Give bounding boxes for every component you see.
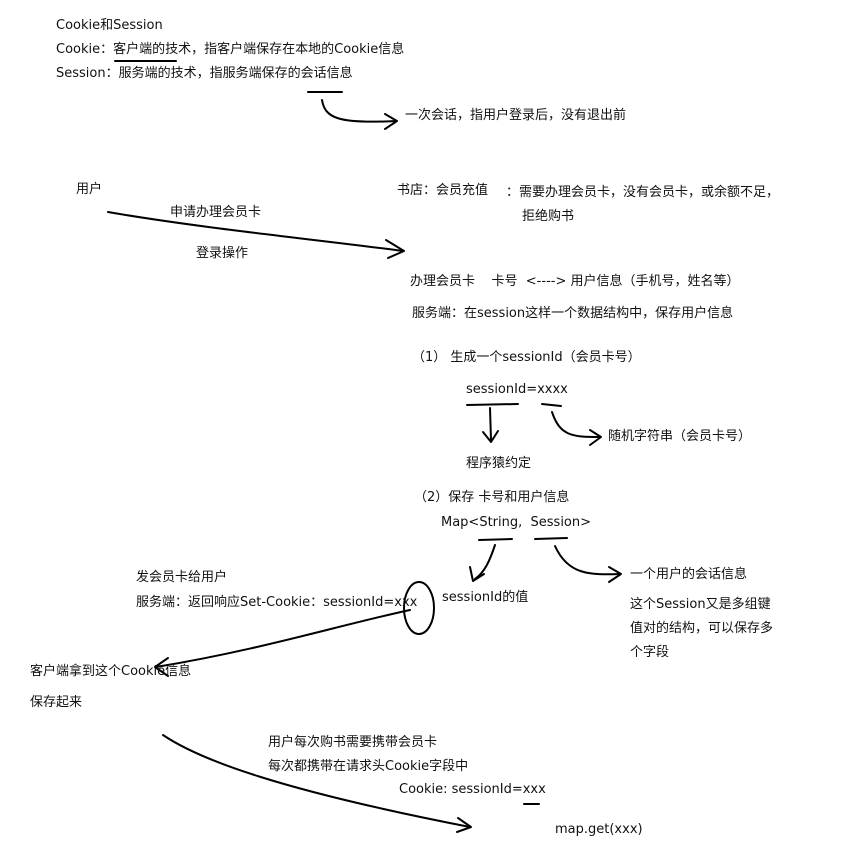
need-card-line2: 拒绝购书 [522, 209, 575, 224]
arrow-to-conversation-note [321, 99, 397, 123]
convention-label: 程序猿约定 [466, 456, 532, 471]
session-desc-line1: 这个Session又是多组键 [630, 597, 771, 612]
intro-title: Cookie和Session [56, 18, 163, 33]
set-cookie-label: 服务端：返回响应Set-Cookie：sessionId=xxx [136, 595, 418, 610]
session-definition: Session：服务端的技术，指服务端保存的会话信息 [56, 66, 353, 81]
client-get-label: 客户端拿到这个Cookie信息 [30, 664, 192, 679]
session-desc-line3: 个字段 [630, 645, 670, 660]
save-label: 保存起来 [30, 695, 83, 710]
step2-heading: （2）保存 卡号和用户信息 [414, 490, 570, 505]
login-op-label: 登录操作 [196, 246, 249, 261]
bookstore-label: 书店：会员充值 [397, 183, 489, 198]
server-store-label: 服务端：在session这样一个数据结构中，保存用户信息 [412, 306, 734, 321]
key-desc-label: sessionId的值 [442, 590, 529, 605]
underline-session [534, 537, 568, 540]
arrowhead-random [589, 429, 602, 446]
arrowhead-value-desc [608, 566, 622, 583]
issue-card-label: 办理会员卡 卡号 <----> 用户信息（手机号，姓名等） [410, 274, 740, 289]
underline-xxxx [541, 403, 562, 407]
arrowhead-convention [482, 430, 499, 443]
underline-string [478, 538, 513, 541]
underline-sessionid [466, 403, 519, 406]
value-desc-label: 一个用户的会话信息 [630, 567, 748, 582]
arrow-to-key-desc [474, 544, 496, 580]
arrow-to-convention [489, 407, 492, 441]
user-label: 用户 [76, 182, 103, 197]
arrow-to-value-desc [554, 545, 621, 576]
map-type-label: Map<String, Session> [441, 515, 592, 530]
step1-heading: （1） 生成一个sessionId（会员卡号） [412, 350, 641, 365]
random-string-label: 随机字符串（会员卡号） [608, 429, 752, 444]
arrow-to-client [155, 609, 411, 668]
sessionid-assign: sessionId=xxxx [466, 382, 568, 397]
arrowhead-conversation-note [384, 113, 398, 130]
cookie-definition: Cookie：客户端的技术，指客户端保存在本地的Cookie信息 [56, 42, 405, 57]
give-card-label: 发会员卡给用户 [136, 570, 228, 585]
carry-line1: 用户每次购书需要携带会员卡 [268, 735, 438, 750]
apply-card-label: 申请办理会员卡 [170, 205, 262, 220]
carry-line2: 每次都携带在请求头Cookie字段中 [268, 759, 469, 774]
session-desc-line2: 值对的结构，可以保存多 [630, 621, 774, 636]
arrow-to-random [551, 411, 601, 438]
cookie-header-label: Cookie: sessionId=xxx [399, 782, 546, 797]
arrowhead-key-desc [469, 566, 485, 582]
arrowhead-bookstore [385, 239, 405, 259]
map-get-label: map.get(xxx) [555, 822, 643, 837]
conversation-note: 一次会话，指用户登录后，没有退出前 [405, 108, 627, 123]
need-card-line1: ：需要办理会员卡，没有会员卡，或余额不足， [506, 185, 780, 200]
arrowhead-request [456, 817, 472, 833]
